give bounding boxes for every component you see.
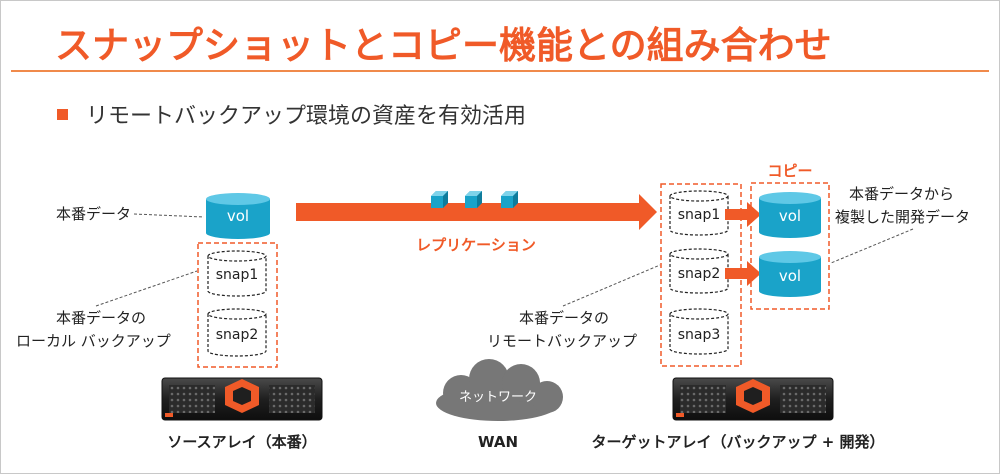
source-snap-2: snap2 [207, 308, 267, 357]
copy-volume-1-label: vol [779, 207, 801, 225]
copy-label: コピー [767, 162, 812, 180]
copy-volume-2: vol [759, 251, 821, 297]
wan-label: WAN [478, 433, 518, 451]
copy-volume-2-label: vol [779, 267, 801, 285]
source-snap-group [197, 242, 278, 368]
leader-prod-data [133, 213, 205, 218]
target-array-label: ターゲットアレイ（バックアップ + 開発） [591, 433, 884, 451]
copy-arrow-1 [725, 202, 761, 227]
label-remote-backup-2: リモートバックアップ [487, 332, 637, 350]
target-snap-3: snap3 [669, 308, 729, 355]
target-snap-1: snap1 [669, 190, 729, 236]
source-array-label: ソースアレイ（本番） [167, 433, 316, 451]
label-local-backup-1: 本番データの [56, 309, 146, 327]
replication-arrow [296, 194, 657, 230]
label-prod-data: 本番データ [56, 205, 131, 223]
label-remote-backup-1: 本番データの [519, 309, 609, 327]
label-dev-data-1: 本番データから [849, 185, 954, 203]
bullet-text: リモートバックアップ環境の資産を有効活用 [86, 104, 527, 129]
bullet-point: リモートバックアップ環境の資産を有効活用 [57, 98, 526, 130]
bullet-square-icon [57, 109, 68, 120]
replication-label: レプリケーション [416, 236, 536, 254]
source-snap-1-label: snap1 [216, 267, 259, 283]
label-dev-data-2: 複製した開発データ [835, 208, 970, 226]
leader-local-backup [95, 270, 198, 307]
target-snap-1-label: snap1 [678, 207, 721, 223]
leader-remote-backup [562, 264, 661, 307]
leader-dev-data [830, 228, 914, 264]
slide-title: スナップショットとコピー機能との組み合わせ [55, 24, 832, 67]
source-volume-label: vol [227, 207, 249, 225]
copy-volume-1: vol [759, 192, 821, 238]
label-local-backup-2: ローカル バックアップ [16, 332, 171, 350]
network-label: ネットワーク [459, 390, 537, 405]
network-cloud-icon: ネットワーク [436, 359, 563, 421]
target-snap-2-label: snap2 [678, 266, 721, 282]
source-snap-2-label: snap2 [216, 327, 259, 343]
target-array [672, 377, 834, 421]
source-snap-1: snap1 [207, 250, 267, 297]
copy-arrow-2 [725, 261, 761, 286]
target-snap-2: snap2 [669, 248, 729, 294]
source-array [161, 377, 323, 421]
source-volume: vol [206, 193, 270, 239]
target-snap-3-label: snap3 [678, 327, 721, 343]
title-underline [11, 70, 989, 72]
copy-group [750, 182, 830, 310]
data-block-icons [431, 191, 518, 208]
